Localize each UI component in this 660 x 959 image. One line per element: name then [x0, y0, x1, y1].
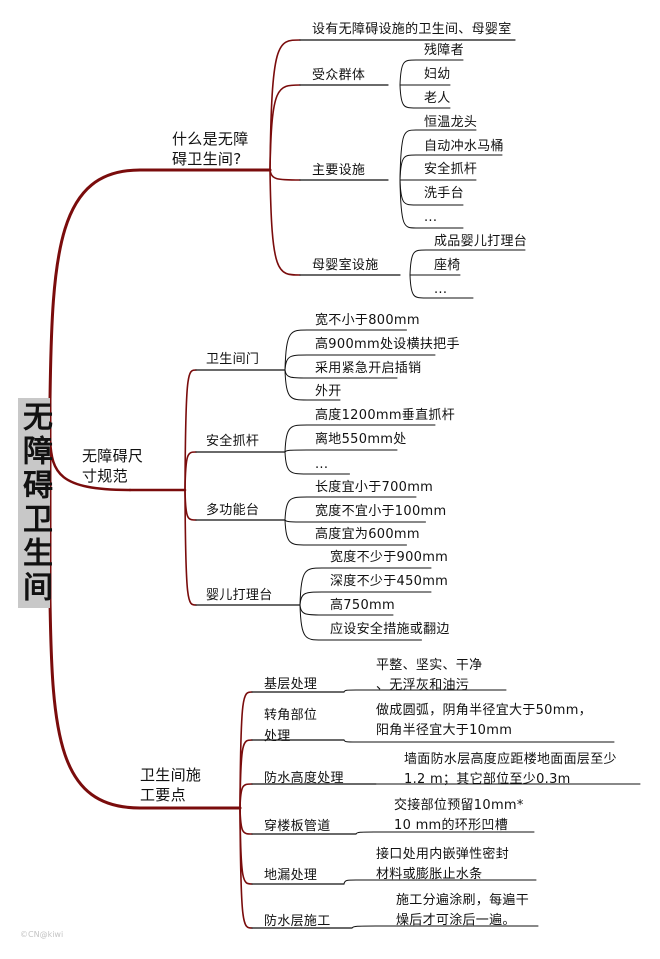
section-label: 寸规范 — [82, 467, 128, 485]
leaf-label: ... — [315, 457, 329, 472]
leaf-curve — [399, 59, 417, 86]
section-label: 碍卫生间? — [172, 150, 242, 168]
leaf-curve — [409, 274, 427, 299]
watermark: ©CN@kiwi — [20, 930, 64, 939]
branch-curve — [269, 84, 301, 171]
branch-label: 母婴室设施 — [312, 258, 379, 273]
branch-curve — [184, 451, 197, 491]
branch-label: 穿楼板管道 — [264, 819, 331, 834]
branch-curve — [239, 807, 253, 929]
leaf-curve — [284, 519, 308, 523]
leaf-label: 成品婴儿打理台 — [434, 234, 528, 249]
branch-label: 设有无障碍设施的卫生间、母婴室 — [312, 22, 512, 37]
branch-curve — [269, 169, 301, 276]
section-label: 工要点 — [140, 786, 186, 804]
branch-curve — [239, 807, 253, 835]
leaf-curve — [284, 519, 308, 546]
branch-label: 受众群体 — [312, 68, 366, 83]
leaf-label: 宽度不少于900mm — [330, 550, 449, 565]
leaf-label: 残障者 — [424, 43, 464, 58]
branch-label: 基层处理 — [264, 677, 318, 692]
leaf-label: 高750mm — [330, 598, 395, 613]
leaf-curve — [284, 354, 308, 371]
leaf-curve — [343, 689, 357, 693]
leaf-curve — [299, 591, 323, 606]
root-node: 无障碍卫生间 — [17, 398, 52, 608]
branch-label: 多功能台 — [206, 503, 260, 518]
branch-label: 婴儿打理台 — [206, 588, 273, 603]
leaf-label: 高900mm处设横扶把手 — [315, 337, 460, 352]
leaf-curve — [284, 449, 308, 453]
leaf-label: 高度1200mm垂直抓杆 — [315, 408, 456, 423]
leaf-label: 平整、坚实、干净 、无浮灰和油污 — [376, 658, 483, 693]
leaf-label: 洗手台 — [424, 186, 464, 201]
leaf-label: 老人 — [424, 91, 451, 106]
branch-label: 转角部位 处理 — [264, 708, 318, 744]
leaf-curve — [399, 154, 417, 181]
branch-label: 安全抓杆 — [206, 434, 260, 449]
leaf-curve — [409, 249, 427, 276]
leaf-curve — [399, 84, 417, 109]
branch-label: 地漏处理 — [264, 868, 318, 883]
leaf-label: 应设安全措施或翻边 — [330, 622, 450, 637]
branch-label: 防水层施工 — [264, 914, 331, 929]
branch-curve — [269, 169, 301, 181]
leaf-curve — [299, 604, 323, 641]
section-label: 卫生间施 — [140, 766, 202, 784]
leaf-curve — [299, 567, 323, 606]
trunk-curve-0 — [48, 168, 142, 402]
leaf-curve — [284, 369, 308, 379]
leaf-label: 离地550mm处 — [315, 432, 407, 447]
branch-curve — [184, 489, 197, 521]
leaf-label: 做成圆弧，阴角半径宜大于50mm， 阳角半径宜大于10mm — [376, 703, 592, 738]
leaf-curve — [284, 496, 308, 521]
branch-label: 防水高度处理 — [264, 771, 344, 786]
section-label: 什么是无障 — [172, 130, 249, 148]
leaf-label: 长度宜小于700mm — [315, 480, 434, 495]
leaf-label: 安全抓杆 — [424, 162, 478, 177]
leaf-label: 采用紧急开启插销 — [315, 361, 422, 376]
leaf-label: 接口处用内嵌弹性密封 材料或膨胀止水条 — [376, 847, 510, 882]
root-title: 无障碍卫生间 — [17, 401, 52, 605]
section-label: 无障碍尺 — [82, 447, 144, 465]
leaf-curve — [299, 604, 323, 616]
leaf-curve — [351, 925, 377, 929]
trunk-curve-2 — [48, 598, 142, 810]
branch-label: 卫生间门 — [206, 352, 260, 367]
leaf-label: 深度不少于450mm — [330, 574, 449, 589]
leaf-label: 交接部位预留10mm* 10 mm的环形凹槽 — [394, 798, 524, 833]
leaf-label: ... — [424, 210, 438, 225]
leaf-label: 座椅 — [434, 258, 461, 273]
leaf-label: 施工分遍涂刷，每遍干 燥后才可涂后一遍。 — [396, 893, 530, 928]
leaf-label: 宽度不宜小于100mm — [315, 504, 447, 519]
leaf-curve — [284, 369, 308, 401]
leaf-curve — [343, 879, 357, 885]
leaf-label: 高度宜为600mm — [315, 527, 420, 542]
leaf-curve — [284, 424, 308, 453]
leaf-curve — [399, 129, 417, 181]
leaf-label: ... — [434, 282, 448, 297]
trunk-curve-1 — [48, 438, 132, 492]
branch-curve — [184, 369, 197, 491]
branch-curve — [239, 807, 253, 885]
leaf-label: 妇幼 — [424, 67, 451, 82]
branch-curve — [269, 39, 301, 171]
branch-curve — [239, 739, 253, 809]
leaf-curve — [343, 739, 357, 743]
leaf-curve — [355, 831, 375, 835]
branch-curve — [184, 489, 197, 606]
branch-label: 主要设施 — [312, 163, 366, 178]
leaf-label: 恒温龙头 — [424, 115, 478, 130]
leaf-curve — [284, 329, 308, 371]
leaf-curve — [399, 179, 417, 206]
leaf-curve — [399, 179, 417, 229]
leaf-label: 自动冲水马桶 — [424, 139, 504, 154]
leaf-label: 宽不小于800mm — [315, 313, 420, 328]
branch-curve — [239, 783, 253, 809]
leaf-curve — [284, 451, 308, 475]
leaf-label: 墙面防水层高度应距楼地面面层至少 1.2 m；其它部位至少0.3m — [404, 752, 617, 787]
leaf-label: 外开 — [315, 384, 342, 399]
